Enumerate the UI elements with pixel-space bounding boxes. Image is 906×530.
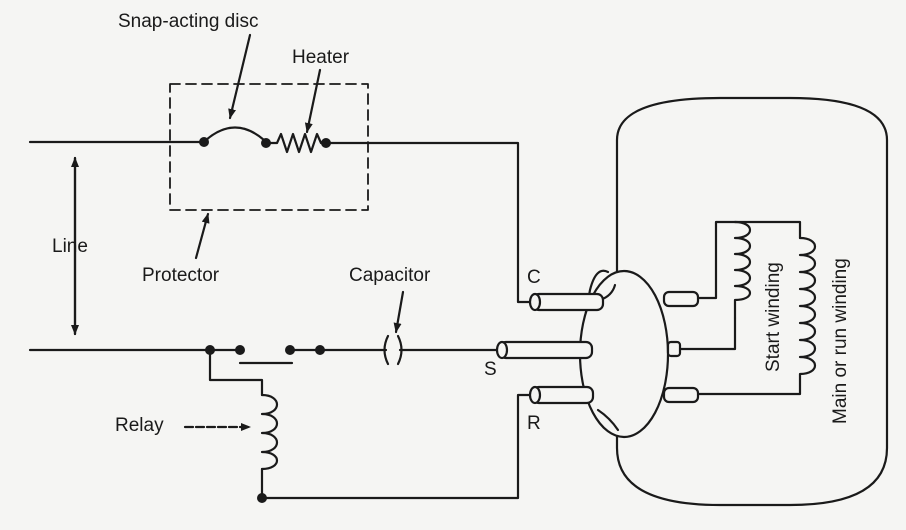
capacitor-label: Capacitor xyxy=(349,265,431,286)
snap-acting-disc xyxy=(204,126,266,142)
heater-label: Heater xyxy=(292,47,350,68)
main-winding-wire-top xyxy=(733,220,802,240)
pin-s xyxy=(495,340,594,360)
terminal-c-label: C xyxy=(527,267,541,288)
capacitor-plate-left xyxy=(383,334,390,366)
snap-acting-disc-label: Snap-acting disc xyxy=(118,11,259,32)
protector-leader xyxy=(194,212,210,260)
relay-coil xyxy=(260,393,279,471)
inner-pin-top xyxy=(662,290,700,308)
motor-housing xyxy=(615,96,889,507)
heater-leader xyxy=(304,68,322,134)
wire-to-c xyxy=(324,141,537,304)
start-winding-coil xyxy=(733,220,752,320)
protector-label: Protector xyxy=(142,265,220,286)
start-winding-label: Start winding xyxy=(763,262,784,372)
main-winding-label: Main or run winding xyxy=(830,258,851,424)
inner-pin-mid xyxy=(666,340,682,358)
inner-pin-bot xyxy=(662,386,700,404)
relay-label: Relay xyxy=(115,415,164,436)
pin-r xyxy=(528,385,595,405)
common-wire xyxy=(678,316,737,351)
terminal-s-label: S xyxy=(484,359,497,380)
terminal-r-label: R xyxy=(527,413,541,434)
start-winding-wire xyxy=(696,220,737,300)
pin-c xyxy=(528,292,605,312)
main-winding-coil xyxy=(696,236,817,396)
junction-dots xyxy=(199,137,331,503)
line-label: Line xyxy=(52,236,88,257)
relay-branch-wire xyxy=(208,348,264,397)
capacitor-leader xyxy=(393,290,405,334)
heater-resistor xyxy=(264,132,328,154)
protector-box xyxy=(169,83,369,211)
disc-leader xyxy=(228,33,252,120)
